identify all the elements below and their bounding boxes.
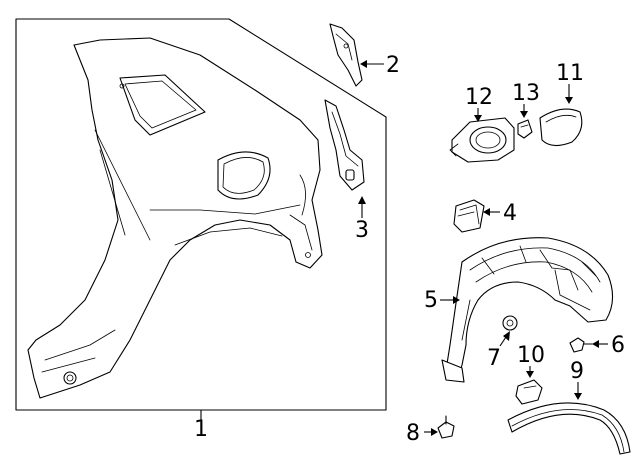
retainer (515, 379, 543, 405)
filler-clip (517, 119, 533, 139)
quarter-panel (27, 37, 323, 399)
bolt (437, 415, 455, 439)
wheel-opening-molding (507, 402, 631, 455)
callout-1: 1 (194, 417, 208, 442)
callout-2: 2 (386, 53, 400, 78)
callout-7: 7 (487, 346, 501, 371)
callout-8: 8 (406, 421, 420, 446)
reinforcement-bracket (324, 99, 365, 191)
callout-11: 11 (556, 61, 584, 86)
nut (502, 315, 518, 331)
fuel-filler-housing (449, 117, 515, 163)
callout-5: 5 (424, 288, 438, 313)
push-clip (569, 337, 593, 353)
callout-13: 13 (512, 81, 540, 106)
leader-lines (200, 60, 608, 436)
callout-9: 9 (570, 359, 584, 384)
callout-6: 6 (611, 333, 625, 358)
fuel-door (539, 108, 583, 147)
callout-4: 4 (503, 201, 517, 226)
callout-10: 10 (517, 343, 545, 368)
upper-bracket (329, 23, 363, 87)
wheel-liner (441, 237, 614, 383)
assembly-frame (15, 18, 387, 411)
callout-3: 3 (355, 218, 369, 243)
rubber-plug (453, 199, 485, 233)
callout-12: 12 (465, 85, 493, 110)
